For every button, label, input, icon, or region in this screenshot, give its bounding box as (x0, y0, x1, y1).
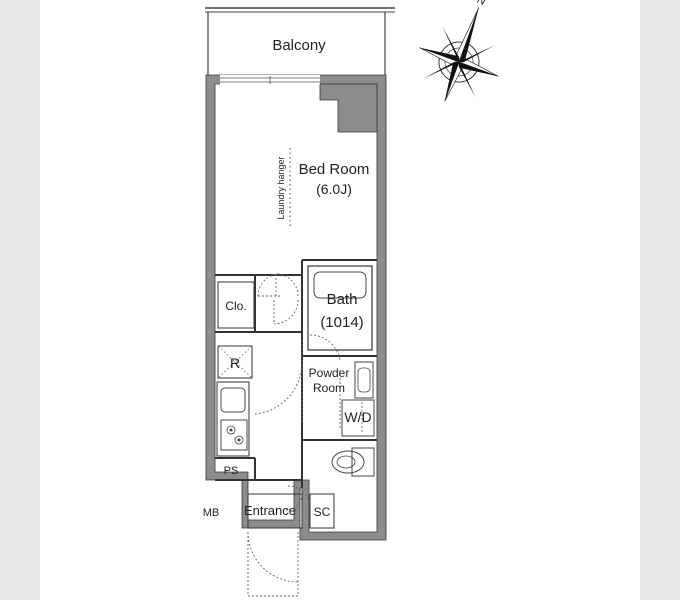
balcony: Balcony (205, 7, 395, 76)
vanity (354, 361, 374, 399)
bath-label: Bath (327, 291, 358, 308)
refrigerator-label: R (230, 355, 240, 371)
door-swings (247, 273, 341, 597)
floor-plan: Balcony (203, 0, 499, 597)
powder-room: Powder Room W/D (309, 361, 375, 437)
shoe-cabinet-label: SC (314, 505, 331, 519)
closet (217, 281, 255, 329)
washer-dryer (341, 399, 375, 437)
refrigerator: R (217, 345, 253, 379)
washer-dryer-label: W/D (344, 409, 371, 425)
compass-north-label: N (475, 0, 487, 8)
compass-rose: N (419, 0, 499, 102)
balcony-label: Balcony (272, 37, 326, 54)
entrance-floor (247, 493, 303, 529)
pipe-space-label: PS (224, 465, 239, 477)
shoe-cabinet (309, 493, 335, 529)
powder-room-label-line2: Room (313, 381, 345, 395)
bed-room-label: Bed Room (299, 161, 370, 178)
bath-size: (1014) (320, 314, 363, 331)
bed-room-size: (6.0J) (316, 181, 352, 197)
stove (220, 419, 248, 451)
laundry-hanger-label: Laundry hanger (276, 156, 286, 219)
meter-box-label: MB (203, 507, 220, 519)
wall-column (319, 83, 378, 133)
toilet (331, 447, 375, 477)
floor-plan-sheet: Balcony (40, 0, 640, 600)
powder-room-label-line1: Powder (309, 366, 350, 380)
bathroom: Bath (1014) (307, 265, 373, 351)
entrance-label: Entrance (244, 503, 296, 518)
bedroom-window (220, 75, 320, 85)
kitchen-sink (220, 387, 246, 413)
closet-label: Clo. (225, 299, 246, 313)
kitchen-counter (216, 381, 250, 457)
